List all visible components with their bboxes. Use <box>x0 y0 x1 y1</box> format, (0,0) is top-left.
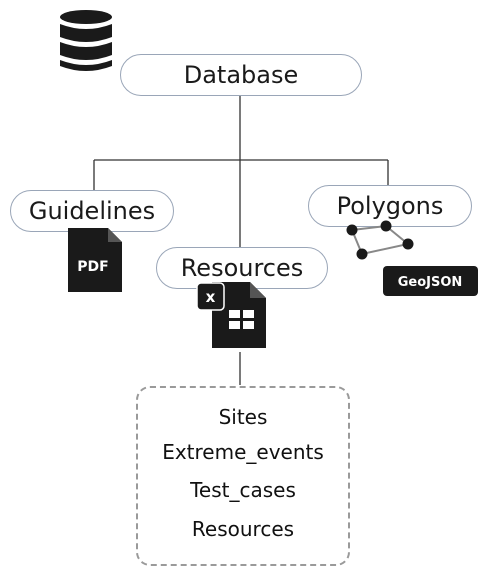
polygons-node: Polygons <box>308 185 472 227</box>
pdf-badge-text: PDF <box>77 259 108 275</box>
database-node: Database <box>120 54 362 96</box>
list-item-resources: Resources <box>191 517 295 541</box>
list-item-test-cases: Test_cases <box>190 478 296 502</box>
list-item-sites: Sites <box>218 405 268 429</box>
resources-label: Resources <box>180 254 304 282</box>
excel-badge-letter: x <box>206 288 216 306</box>
list-item-extreme-events: Extreme_events <box>162 440 324 464</box>
polygons-label: Polygons <box>336 192 444 220</box>
resources-list-box: Sites Extreme_events Test_cases Resource… <box>136 386 350 566</box>
geojson-badge-text: GeoJSON <box>398 275 463 290</box>
guidelines-label: Guidelines <box>28 197 156 225</box>
database-label: Database <box>183 61 299 89</box>
guidelines-node: Guidelines <box>10 190 174 232</box>
